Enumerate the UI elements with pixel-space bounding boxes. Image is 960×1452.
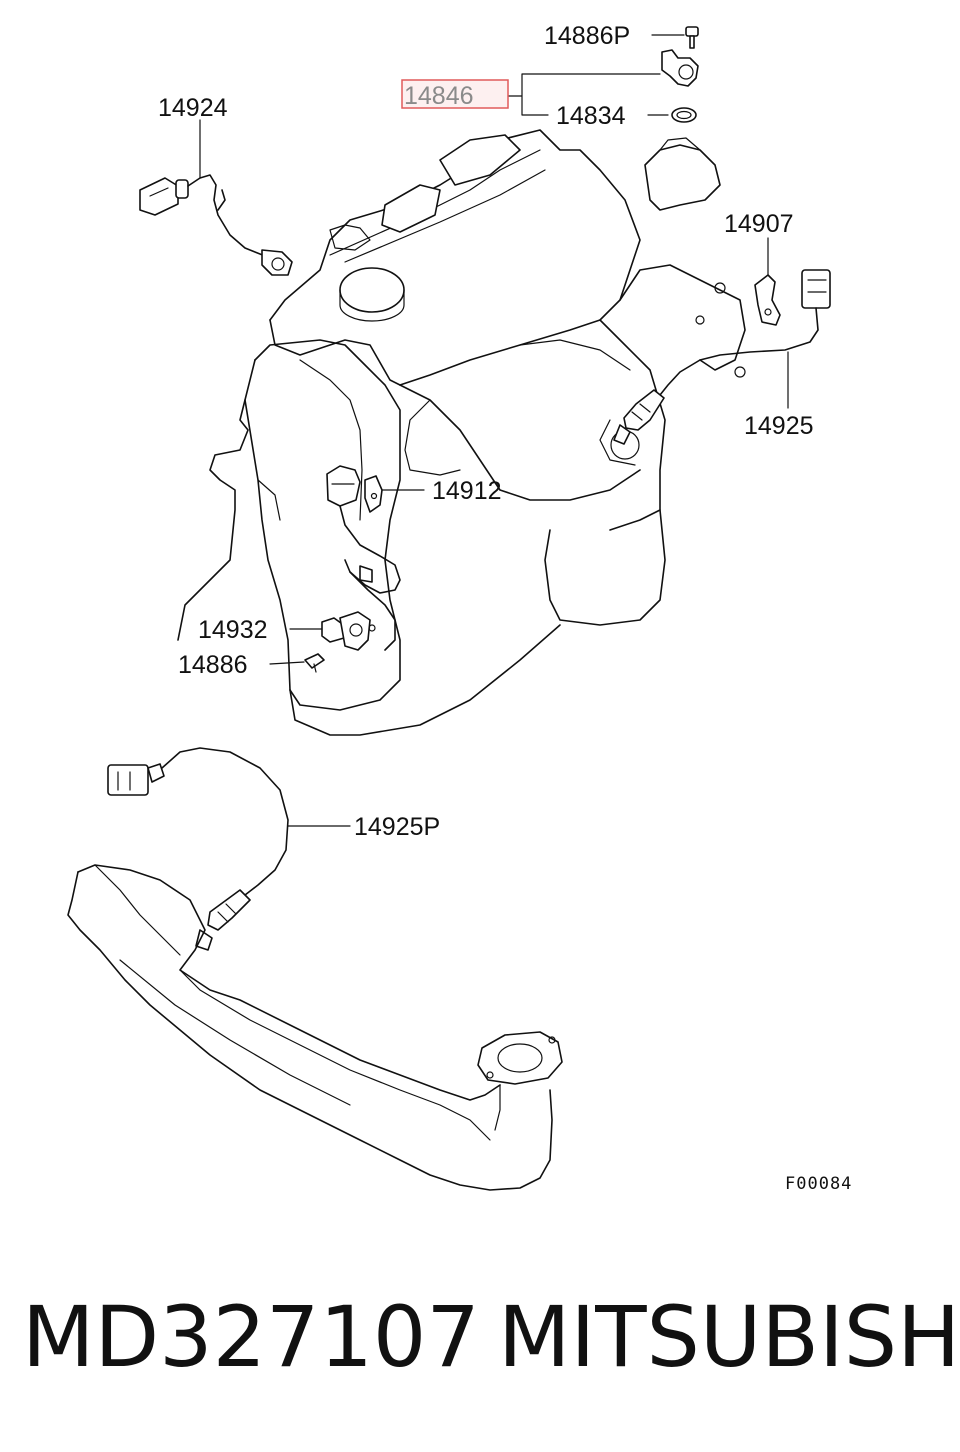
highlight-box-14846 xyxy=(401,79,509,109)
cam-sensor-14846 xyxy=(661,49,699,87)
callout-14907: 14907 xyxy=(724,210,794,238)
cam-sensor-housing xyxy=(644,144,721,211)
callout-14834: 14834 xyxy=(556,102,626,130)
callout-14846: 14846 xyxy=(404,82,474,110)
bolt-14886 xyxy=(304,653,325,673)
brand-name: MITSUBISHI xyxy=(498,1288,960,1386)
exhaust-flange xyxy=(477,1031,563,1085)
crank-harness-14912 xyxy=(326,465,401,651)
o-ring-14834 xyxy=(671,107,697,123)
part-footer: MD327107 MITSUBISHI xyxy=(0,1288,960,1398)
bracket-14907 xyxy=(754,274,781,326)
knock-sensor-14924 xyxy=(139,174,293,276)
callout-14912: 14912 xyxy=(432,477,502,505)
oil-filler-cap xyxy=(339,267,405,313)
callout-14886: 14886 xyxy=(178,651,248,679)
exhaust-pipe xyxy=(67,864,563,1191)
callout-14932: 14932 xyxy=(198,616,268,644)
leader-lines xyxy=(199,34,789,827)
bolt-14886P xyxy=(685,26,699,49)
o2-sensor-14925P xyxy=(107,747,289,951)
o2-sensor-14925 xyxy=(613,269,831,445)
callout-14924: 14924 xyxy=(158,94,228,122)
callout-14886P: 14886P xyxy=(544,22,630,50)
engine-block xyxy=(177,129,746,736)
callout-14925: 14925 xyxy=(744,412,814,440)
figure-code: F00084 xyxy=(785,1174,852,1194)
part-number: MD327107 xyxy=(22,1288,480,1386)
callout-14925P: 14925P xyxy=(354,813,440,841)
crank-sensor-14932 xyxy=(321,611,376,651)
